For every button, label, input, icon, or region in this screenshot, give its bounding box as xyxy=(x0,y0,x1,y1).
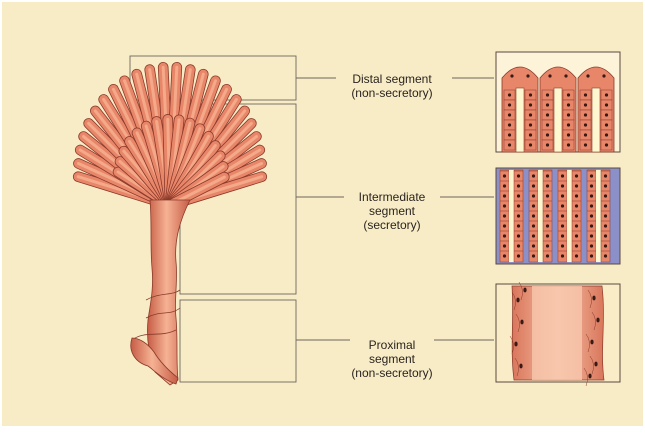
proximal-segment-inset xyxy=(496,282,620,386)
intermediate-segment-label: Intermediate segment (secretory) xyxy=(322,190,462,232)
distal-segment-inset xyxy=(496,52,620,152)
intermediate-column xyxy=(500,170,523,262)
intermediate-label-line2: segment xyxy=(322,204,462,218)
distal-cells xyxy=(502,67,614,152)
distal-segment-label: Distal segment (non-secretory) xyxy=(330,72,454,100)
intermediate-column xyxy=(587,170,610,262)
proximal-label-line3: (non-secretory) xyxy=(330,366,454,380)
intermediate-column xyxy=(558,170,581,262)
proximal-cells xyxy=(510,282,604,386)
distal-column xyxy=(540,67,576,152)
proximal-label-line2: segment xyxy=(330,352,454,366)
intermediate-label-line1: Intermediate xyxy=(322,190,462,204)
distal-label-line1: Distal segment xyxy=(330,72,454,86)
proximal-segment-label: Proximal segment (non-secretory) xyxy=(330,338,454,380)
distal-column xyxy=(502,67,538,152)
intermediate-segment-inset xyxy=(496,168,620,264)
intermediate-label-line3: (secretory) xyxy=(322,218,462,232)
distal-column xyxy=(578,67,614,152)
proximal-tube xyxy=(510,282,604,386)
distal-label-line2: (non-secretory) xyxy=(330,86,454,100)
intermediate-column xyxy=(529,170,552,262)
proximal-label-line1: Proximal xyxy=(330,338,454,352)
